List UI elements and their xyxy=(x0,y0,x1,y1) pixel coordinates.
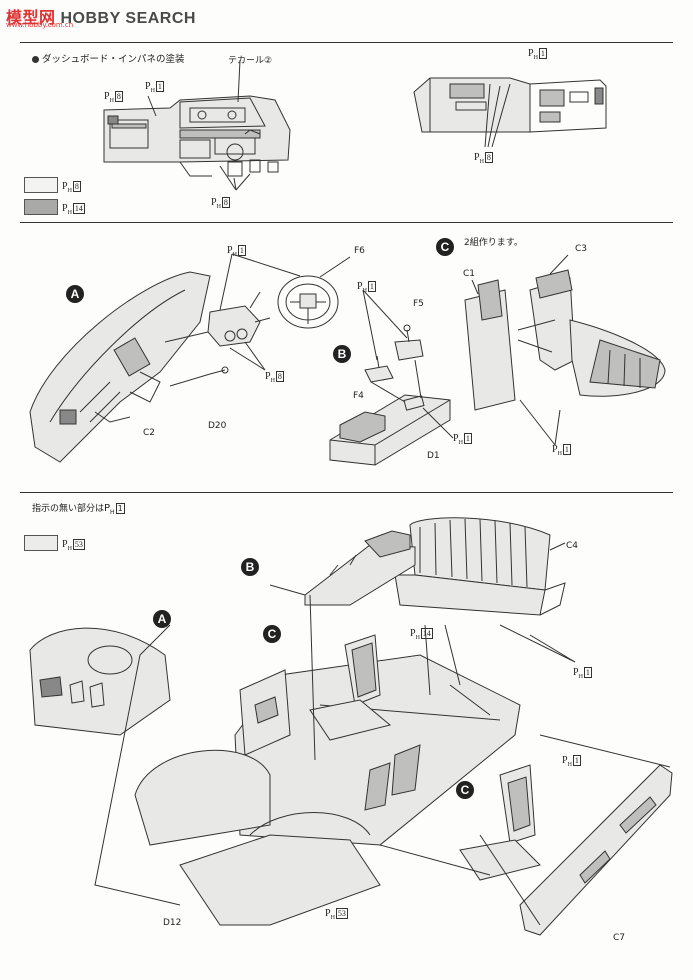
marker-b: B xyxy=(333,345,351,363)
full-interior-assembly-illustration xyxy=(29,517,673,936)
watermark-logo: 模型网 HOBBY SEARCH xyxy=(6,4,196,28)
part-label-d20: D20 xyxy=(208,421,227,431)
part-label-f4: F4 xyxy=(353,391,364,401)
marker-a: A xyxy=(66,285,84,303)
part-label-c4: C4 xyxy=(566,541,579,551)
watermark-url: www.hobby.com.cn xyxy=(6,21,74,29)
part-label-d12: D12 xyxy=(163,918,182,928)
leader-lines xyxy=(147,59,251,191)
part-label-c7: C7 xyxy=(613,933,626,943)
marker-a: A xyxy=(153,610,171,628)
dashboard-assembly-illustration xyxy=(29,253,351,463)
part-label-c1: C1 xyxy=(463,269,476,279)
section1-title-text: ダッシュボード・インパネの塗装 xyxy=(42,54,185,65)
part-label-d1: D1 xyxy=(427,451,440,461)
section-full-assembly xyxy=(20,492,673,973)
part-label-f6: F6 xyxy=(354,246,365,256)
console-assembly-illustration xyxy=(329,289,454,466)
color-swatch-gray xyxy=(24,199,58,215)
section-interior-parts xyxy=(20,222,673,488)
color-swatch-light xyxy=(24,177,58,193)
door-panel-illustration xyxy=(413,77,607,148)
marker-b: B xyxy=(241,558,259,576)
section1-title: ダッシュボード・インパネの塗装 xyxy=(32,55,185,65)
note-make-two-sets: 2組作ります。 xyxy=(464,238,523,248)
marker-c: C xyxy=(263,625,281,643)
part-label-c2: C2 xyxy=(143,428,156,438)
section-dashboard-paint xyxy=(20,42,673,223)
decal-label: テカール② xyxy=(228,56,273,66)
color-swatch-53 xyxy=(24,535,58,551)
bullet-icon xyxy=(32,56,39,63)
marker-c: C xyxy=(436,238,454,256)
watermark-brand-b: HOBBY SEARCH xyxy=(60,10,196,27)
marker-c: C xyxy=(456,781,474,799)
part-label-c3: C3 xyxy=(575,244,588,254)
front-seat-assembly-illustration xyxy=(464,254,666,446)
watermark-brand-a: 模型网 xyxy=(6,10,56,27)
dashboard-front-illustration xyxy=(103,95,291,177)
part-label-f5: F5 xyxy=(413,299,424,309)
